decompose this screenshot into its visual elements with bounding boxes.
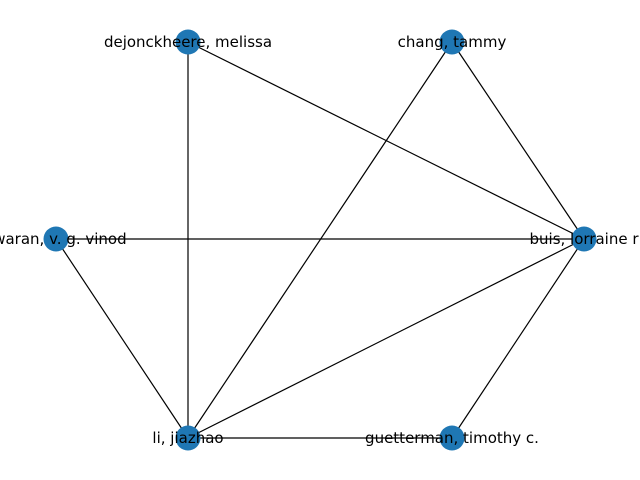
nodes-layer bbox=[43, 29, 597, 451]
node-label-li: li, jiazhao bbox=[152, 429, 223, 447]
edge-chang-buis bbox=[451, 41, 585, 240]
node-buis bbox=[571, 226, 597, 252]
node-guetterman bbox=[439, 425, 465, 451]
edge-li-buis bbox=[187, 238, 585, 439]
edge-chang-li bbox=[187, 41, 453, 439]
node-label-dejonckheere: dejonckheere, melissa bbox=[104, 33, 272, 51]
node-dejonckheere bbox=[175, 29, 201, 55]
edge-guetterman-buis bbox=[451, 238, 585, 439]
node-chang bbox=[439, 29, 465, 55]
edge-vinod-li bbox=[55, 238, 189, 439]
node-li bbox=[175, 425, 201, 451]
node-vinod bbox=[43, 226, 69, 252]
node-label-guetterman: guetterman, timothy c. bbox=[365, 429, 539, 447]
node-label-buis: buis, lorraine r bbox=[530, 230, 640, 248]
node-label-chang: chang, tammy bbox=[398, 33, 507, 51]
labels-layer: dejonckheere, melissa chang, tammy swaran,… bbox=[0, 33, 639, 447]
edges-layer bbox=[55, 41, 585, 439]
node-label-vinod: swaran, v. g. vinod bbox=[0, 230, 127, 248]
